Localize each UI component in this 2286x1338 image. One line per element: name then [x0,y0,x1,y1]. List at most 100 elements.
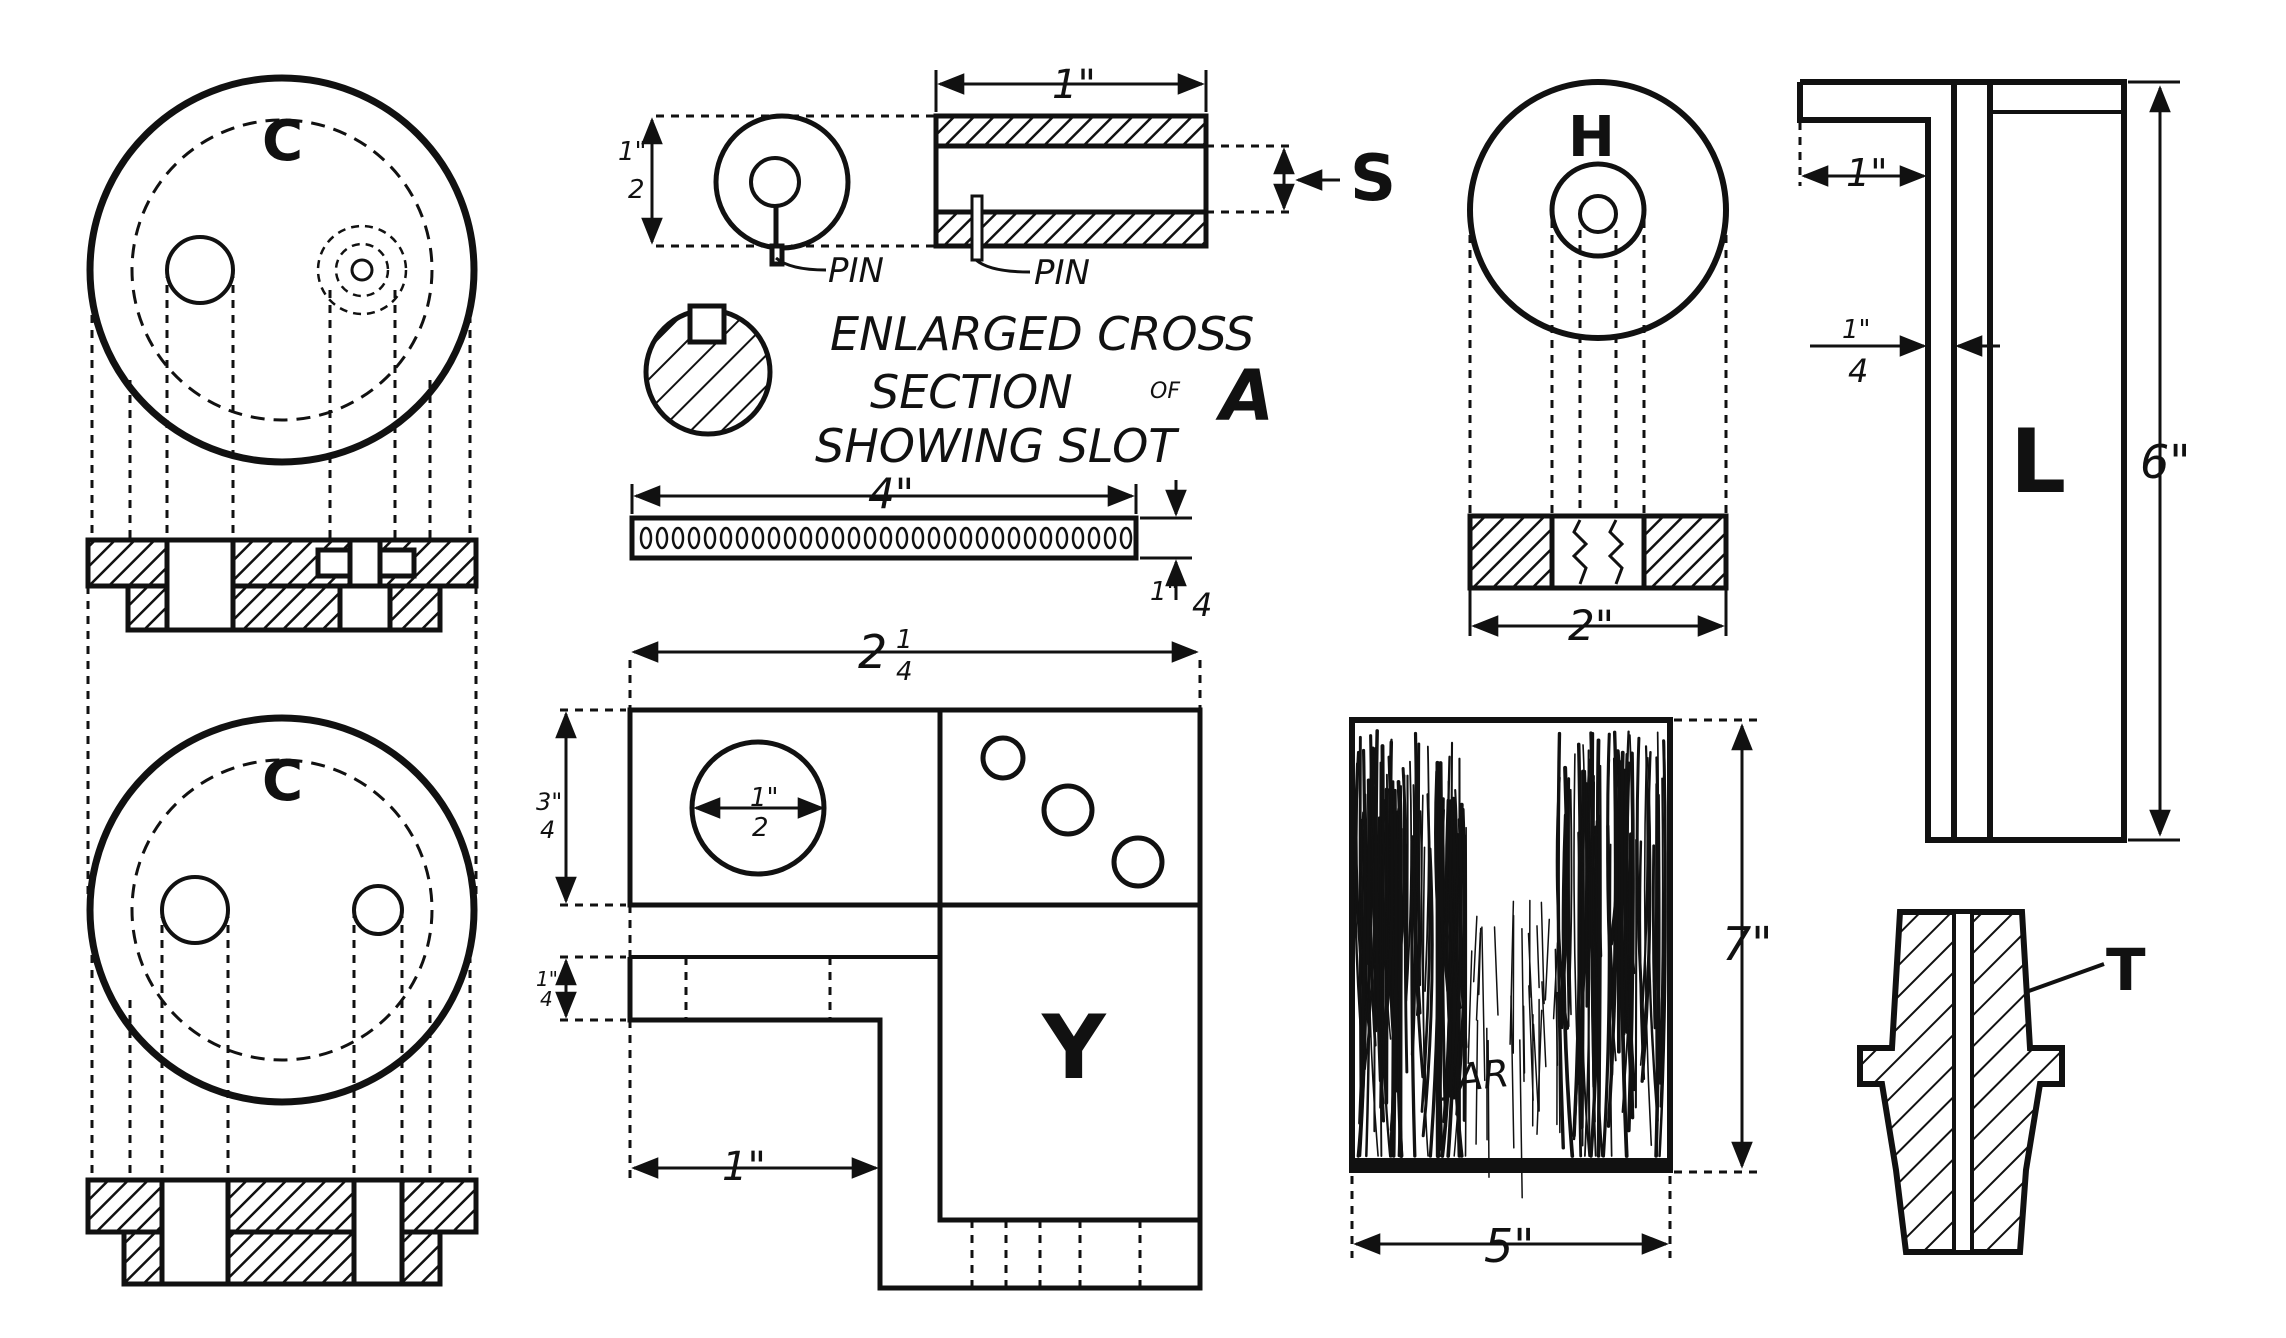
y-step-denominator: 4 [540,987,553,1011]
jar-stroke [1541,981,1547,1068]
thread-mark [655,526,669,550]
h-width-dimension: 2" [1568,601,1614,650]
caption-line-3: SHOWING SLOT [815,419,1180,473]
jar-stroke [1475,932,1482,1021]
part-s-label: S [1350,142,1396,216]
thread-mark [1055,526,1069,550]
part-c-bottom-label: C [262,749,303,814]
jar-stroke [1481,926,1486,1082]
s-length-dimension: 1" [1052,62,1096,108]
jar-stroke [1410,835,1417,1158]
jar-stroke [1626,751,1635,1133]
thread-mark [895,526,909,550]
jar-stroke [1619,750,1629,1158]
jar-stroke [1493,926,1499,1016]
y-height-dimension: 3" [536,788,562,816]
thread-mark [991,526,1005,550]
part-h-top-view [1467,79,1729,516]
thread-mark [687,526,701,550]
thread-mark [671,526,685,550]
caption-line-2: SECTION [870,365,1073,419]
thread-mark [783,526,797,550]
jar-stroke [1510,995,1515,1149]
jar-pen-strokes [1353,729,1667,1199]
jar-stroke [1651,844,1657,1030]
thread-mark [719,526,733,550]
jar-width-dimension: 5" [1484,1219,1534,1273]
jar-stroke [1374,729,1383,1083]
jar-stroke [1412,767,1425,1079]
part-t-view [1857,909,2065,1255]
y-width-numerator: 1 [896,625,913,655]
jar-stroke [1528,985,1534,1101]
part-y-label: Y [1041,996,1107,1099]
thread-mark [1087,526,1101,550]
jar-stroke [1389,805,1398,1158]
caption-line-1: ENLARGED CROSS [830,307,1254,361]
rod-dimension-lines [630,480,1192,600]
thread-mark [735,526,749,550]
thread-mark [1119,526,1133,550]
part-s-end-view [713,113,851,267]
jar-stroke [1566,828,1570,1028]
s-height-denominator: 2 [628,175,645,205]
jar-stroke [1561,835,1567,1030]
jar-stroke [1364,827,1375,1071]
jar-stroke [1596,814,1602,1158]
l-top-dimension: 1" [1846,151,1888,195]
pin-label-right: PIN [1034,253,1090,293]
thread-mark [1023,526,1037,550]
thread-mark [639,526,653,550]
t-leader [2025,962,2105,994]
part-h-section [1467,513,1729,591]
jar-stroke [1383,789,1394,1039]
part-c-bottom-section [85,1177,479,1287]
rod-thickness-denominator: 4 [1192,586,1212,624]
jar-stroke [1359,811,1371,1038]
y-hole-denominator: 2 [752,813,769,843]
jar-text: JAR [1437,1051,1512,1102]
thread-mark [767,526,781,550]
jar-stroke [1487,1039,1490,1178]
jar-stroke [1640,745,1649,1024]
jar-stroke [1573,753,1579,1067]
l-gap-dimension: 1" [1842,315,1871,345]
thread-mark [847,526,861,550]
thread-mark [863,526,877,550]
jar-stroke [1453,817,1463,1067]
jar-stroke [1467,950,1473,1065]
jar-stroke [1446,796,1458,1158]
jar-stroke [1568,777,1572,1016]
thread-mark [959,526,973,550]
caption-of: OF [1150,379,1180,404]
thread-mark [799,526,813,550]
thread-mark [1039,526,1053,550]
jar-stroke [1532,1023,1539,1111]
part-c-top-label: C [262,109,303,174]
jar-stroke [1606,730,1619,1128]
jar-stroke [1557,996,1561,1134]
thread-mark [975,526,989,550]
jar-stroke [1475,1019,1479,1145]
y-hole-dimension: 1" [750,783,779,813]
y-step-length-dimension: 1" [722,1144,766,1190]
part-s-side-view [933,113,1209,262]
thread-mark [1007,526,1021,550]
thread-mark [879,526,893,550]
rod-threads [639,526,1133,550]
rod-length-dimension: 4" [868,469,914,518]
l-dimension-lines [1798,80,2180,842]
part-c-top-section [85,537,479,633]
jar-stroke [1380,842,1392,1158]
jar-stroke [1577,744,1586,930]
part-c-bottom-view [86,714,478,1180]
jar-stroke [1536,925,1540,989]
jar-stroke [1590,832,1597,1157]
jar-stroke [1464,826,1468,1157]
y-width-denominator: 4 [896,657,913,687]
jar-stroke [1358,748,1367,1125]
thread-mark [815,526,829,550]
pin-label-left: PIN [828,251,884,291]
jar-stroke [1420,793,1432,1113]
